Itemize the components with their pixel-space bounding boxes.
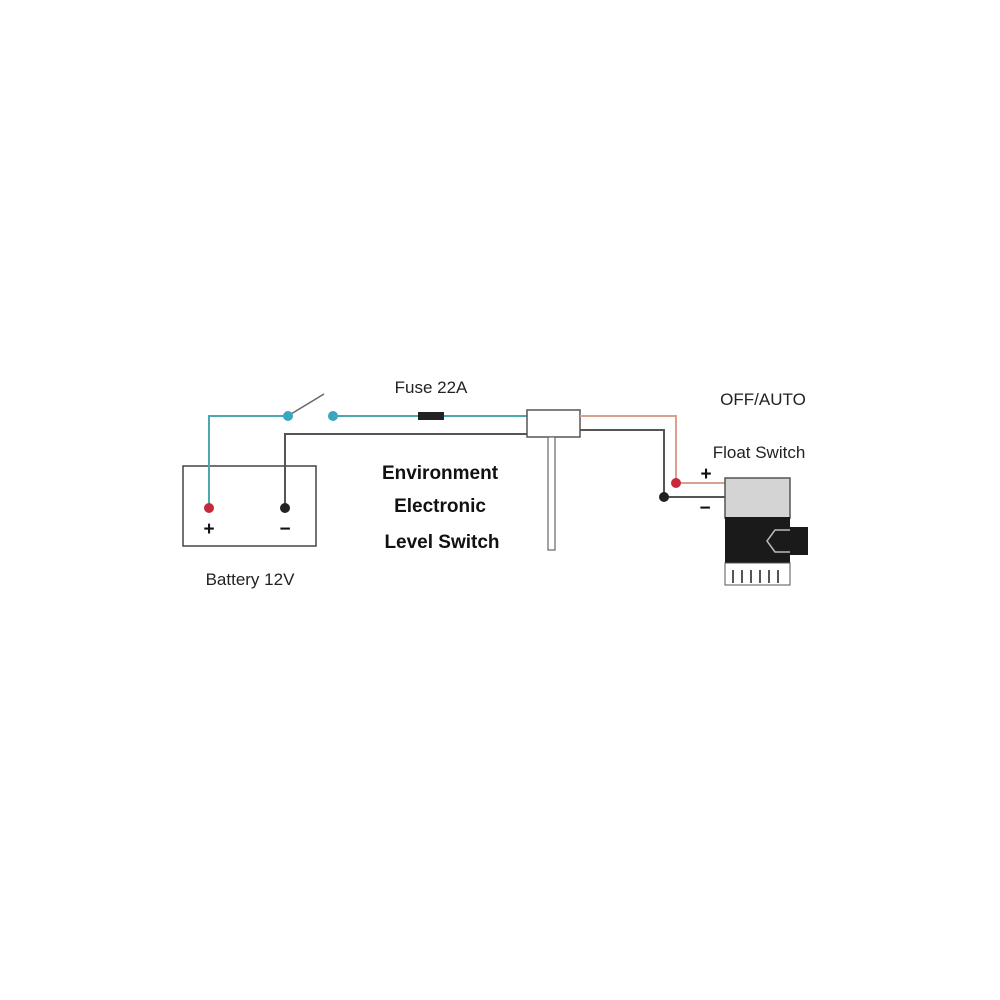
switch-contact-left [283,411,293,421]
battery-plus-sign: + [203,519,214,540]
pump-plus-sign: + [700,464,711,485]
switch-lever [290,393,325,415]
pump-positive-junction [671,478,681,488]
fuse-icon [418,412,444,420]
battery-label: Battery 12V [206,570,295,589]
pump-positive-wire [580,415,725,484]
level-switch-label-line2: Electronic [394,496,486,517]
level-switch-label-line1: Environment [382,463,499,484]
pump-minus-sign: − [699,498,710,519]
battery-positive-terminal [204,503,214,513]
off-auto-label: OFF/AUTO [720,390,806,409]
positive-wire [208,415,288,508]
bilge-pump-icon [724,477,808,586]
battery-minus-sign: − [279,519,290,540]
battery-negative-terminal [280,503,290,513]
level-switch-body [526,409,581,438]
negative-wire [284,433,527,508]
level-switch-probe [547,436,556,551]
pump-negative-wire [580,429,725,498]
fuse-label: Fuse 22A [395,378,468,397]
pump-negative-junction [659,492,669,502]
level-switch-label-line3: Level Switch [384,532,499,553]
float-switch-label: Float Switch [713,443,806,462]
